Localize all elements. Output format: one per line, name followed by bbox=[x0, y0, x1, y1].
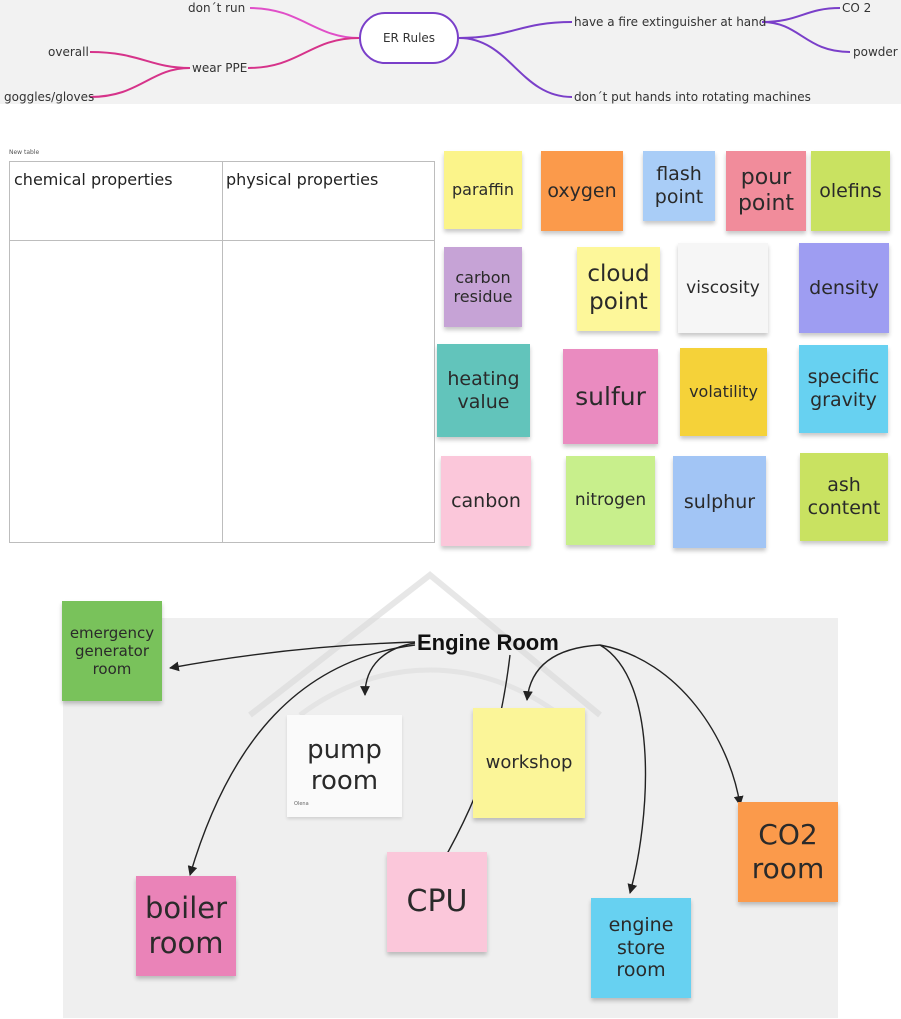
mindmap-node-powder[interactable]: powder bbox=[853, 45, 898, 59]
sticky-note-boiler-room[interactable]: boiler room bbox=[136, 876, 236, 976]
sticky-note-cloud-point[interactable]: cloud point bbox=[577, 247, 660, 331]
mindmap-connectors bbox=[89, 7, 851, 98]
table-column-divider bbox=[222, 162, 223, 542]
sticky-note-viscosity[interactable]: viscosity bbox=[678, 243, 768, 333]
sticky-note-carbon-residue[interactable]: carbon residue bbox=[444, 247, 522, 327]
mindmap-node-goggles-gloves[interactable]: goggles/gloves bbox=[4, 90, 95, 104]
mindmap-center-node[interactable]: ER Rules bbox=[359, 12, 459, 64]
sticky-note-co2-room[interactable]: CO2 room bbox=[738, 802, 838, 902]
mindmap-node-overall[interactable]: overall bbox=[48, 45, 89, 59]
table-header-physical[interactable]: physical properties bbox=[226, 170, 379, 189]
sticky-note-sulfur[interactable]: sulfur bbox=[563, 349, 658, 444]
sticky-note-emergency-generator-room[interactable]: emergency generator room bbox=[62, 601, 162, 701]
sticky-note-volatility[interactable]: volatility bbox=[680, 348, 767, 436]
sticky-note-pump-room[interactable]: pump room bbox=[287, 715, 402, 817]
sticky-note-oxygen[interactable]: oxygen bbox=[541, 151, 623, 231]
sticky-note-specific-gravity[interactable]: specific gravity bbox=[799, 345, 888, 433]
sticky-note-engine-store-room[interactable]: engine store room bbox=[591, 898, 691, 998]
sticky-note-heating-value[interactable]: heating value bbox=[437, 344, 530, 437]
sticky-note-pour-point[interactable]: pour point bbox=[726, 151, 806, 231]
table-caption: New table bbox=[9, 149, 40, 156]
mindmap-node-fire-extinguisher[interactable]: have a fire extinguisher at hand bbox=[574, 15, 767, 29]
sticky-note-sulphur[interactable]: sulphur bbox=[673, 456, 766, 548]
sticky-note-density[interactable]: density bbox=[799, 243, 889, 333]
properties-table[interactable]: chemical properties physical properties bbox=[9, 161, 435, 543]
mindmap-panel: ER Rules don´t run wear PPE overall gogg… bbox=[0, 0, 901, 104]
mindmap-center-label: ER Rules bbox=[382, 31, 436, 45]
sticky-note-canbon[interactable]: canbon bbox=[441, 456, 531, 546]
mindmap-node-dont-run[interactable]: don´t run bbox=[188, 1, 246, 15]
sticky-note-flash-point[interactable]: flash point bbox=[643, 151, 715, 221]
sticky-note-cpu[interactable]: CPU bbox=[387, 852, 487, 952]
mindmap-node-rotating-machines[interactable]: don´t put hands into rotating machines bbox=[574, 90, 811, 104]
sticky-note-workshop[interactable]: workshop bbox=[473, 708, 585, 818]
table-header-chemical[interactable]: chemical properties bbox=[14, 170, 173, 189]
sticky-note-ash-content[interactable]: ash content bbox=[800, 453, 888, 541]
sticky-note-nitrogen[interactable]: nitrogen bbox=[566, 456, 655, 545]
table-row-divider bbox=[10, 240, 434, 241]
sticky-note-paraffin[interactable]: paraffin bbox=[444, 151, 522, 229]
pump-room-owner-label: Olena bbox=[294, 801, 309, 807]
mindmap-node-wear-ppe[interactable]: wear PPE bbox=[192, 61, 248, 75]
sticky-note-olefins[interactable]: olefins bbox=[811, 151, 890, 231]
mindmap-node-co2[interactable]: CO 2 bbox=[842, 1, 872, 15]
engine-room-title[interactable]: Engine Room bbox=[417, 630, 559, 655]
